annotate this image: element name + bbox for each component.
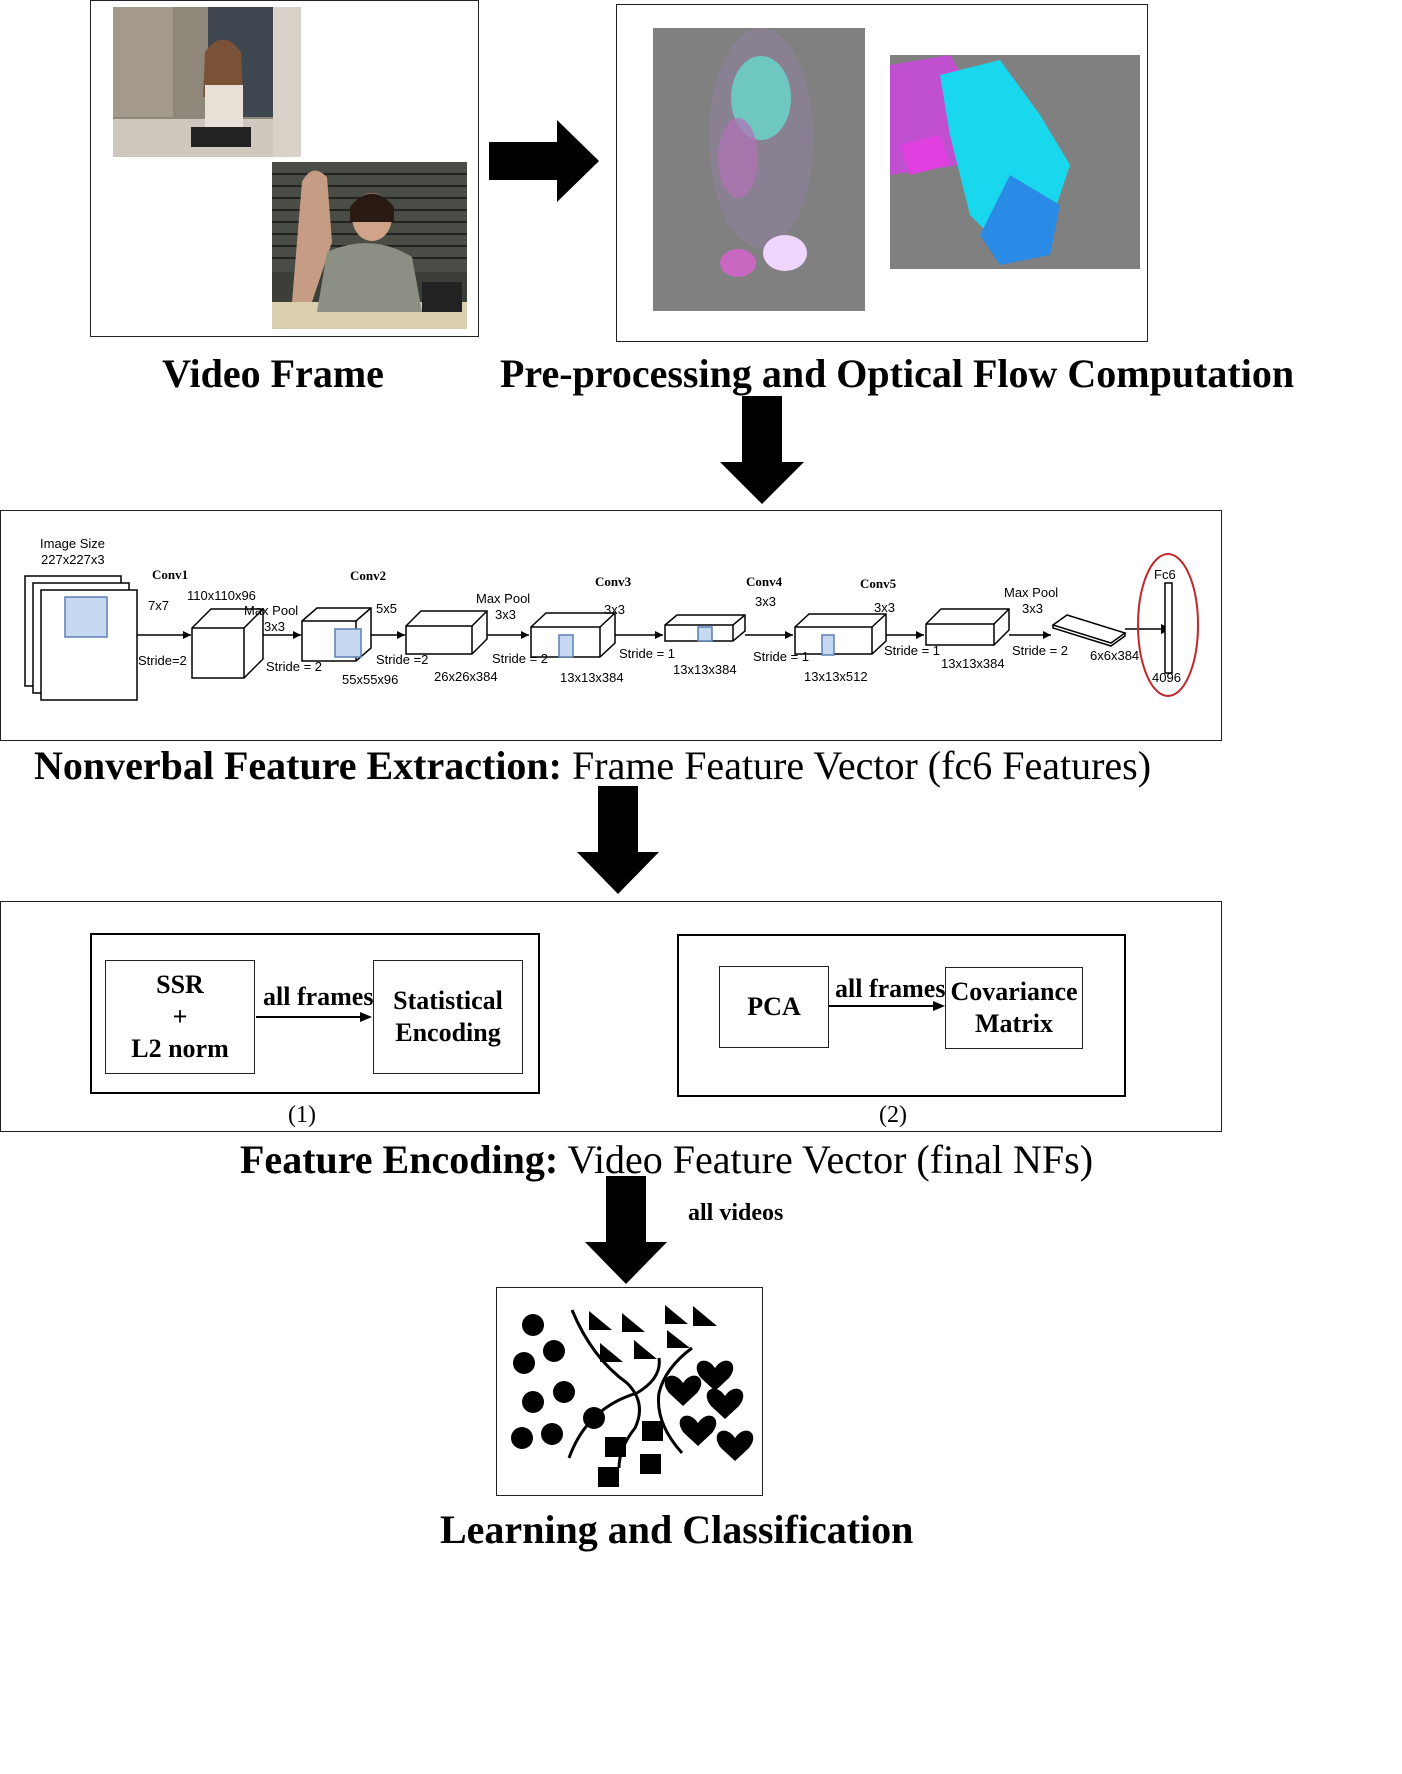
video-frame-panel: [90, 0, 479, 337]
conv4-label: Conv4: [746, 574, 783, 589]
conv2-label: Conv2: [350, 568, 387, 583]
maxpool-1-label: Max Pool: [244, 603, 299, 618]
conv1-kernel: 7x7: [148, 598, 169, 613]
cnn-diagram: [24, 553, 1199, 701]
dim-6: 6x6x384: [1090, 648, 1140, 663]
conv1-label: Conv1: [152, 567, 189, 582]
caption-encoding: Feature Encoding: Video Feature Vector (…: [240, 1137, 1094, 1182]
arrow-down-3: [585, 1176, 667, 1284]
dim-110: 110x110x96: [187, 588, 256, 603]
optical-flow-panel: [616, 4, 1148, 342]
class-circles: [511, 1314, 605, 1449]
arrow-right: [489, 120, 599, 202]
conv4-kernel: 3x3: [755, 594, 776, 609]
conv3-label: Conv3: [595, 574, 632, 589]
arrow-encoding-1: [256, 1012, 372, 1022]
fc6-highlight-ellipse: [1137, 553, 1199, 697]
input-filter: [64, 596, 108, 638]
conv5-stride: Stride = 1: [884, 643, 941, 658]
fc6-label: Fc6: [1154, 567, 1176, 582]
maxpool-2-stride: Stride = 2: [492, 651, 549, 666]
conv2-stride: Stride =2: [376, 652, 429, 667]
maxpool-1-kernel: 3x3: [264, 619, 285, 634]
classification-panel: [496, 1287, 763, 1496]
encoding-option-1: [90, 933, 540, 1094]
maxpool-3-label: Max Pool: [1004, 585, 1059, 600]
arrow-encoding-2: [829, 1001, 945, 1011]
caption-learning: Learning and Classification: [440, 1507, 914, 1552]
dim-13-a: 13x13x384: [560, 670, 624, 685]
encoding-option-2: [677, 934, 1126, 1097]
conv3-stride: Stride = 1: [619, 646, 676, 661]
cnn-panel: Image Size 227x227x3 Conv1 7x7 Stride=2 …: [0, 510, 1222, 741]
dim-13-c: 13x13x384: [941, 656, 1005, 671]
arrow-down-2: [577, 786, 659, 894]
caption-optical-flow: Pre-processing and Optical Flow Computat…: [500, 351, 1295, 396]
conv2-kernel: 5x5: [376, 601, 397, 616]
classification-illustration: [511, 1305, 754, 1487]
dim-13-512: 13x13x512: [804, 669, 868, 684]
maxpool-3-kernel: 3x3: [1022, 601, 1043, 616]
maxpool-3-stride: Stride = 2: [1012, 643, 1069, 658]
video-frame-photo-2: [272, 162, 467, 329]
dim-26: 26x26x384: [434, 669, 498, 684]
dim-13-b: 13x13x384: [673, 662, 737, 677]
conv5-kernel: 3x3: [874, 600, 895, 615]
conv1-stride: Stride=2: [138, 653, 187, 668]
pca-box: PCA: [719, 966, 829, 1048]
arrow-down-1: [720, 396, 804, 504]
maxpool-2-label: Max Pool: [476, 591, 531, 606]
all-frames-label-1: all frames: [263, 982, 374, 1011]
ssr-l2norm-box: SSR+L2 norm: [105, 960, 255, 1074]
all-frames-label-2: all frames: [835, 974, 946, 1003]
all-videos-label: all videos: [688, 1200, 784, 1226]
optical-flow-image-2: [890, 55, 1140, 269]
class-triangles: [589, 1305, 717, 1362]
class-squares: [598, 1421, 663, 1487]
video-frame-photo-1: [113, 7, 301, 157]
dim-55: 55x55x96: [342, 672, 399, 687]
conv3-kernel: 3x3: [604, 602, 625, 617]
conv5-label: Conv5: [860, 576, 897, 591]
option-2-number: (2): [879, 1102, 907, 1128]
image-size-value: 227x227x3: [41, 552, 105, 567]
image-size-label: Image Size: [40, 536, 106, 551]
maxpool-1-stride: Stride = 2: [266, 659, 323, 674]
class-hearts: [664, 1360, 754, 1461]
fc6-bar: [1164, 582, 1173, 674]
caption-nonverbal: Nonverbal Feature Extraction: Frame Feat…: [33, 743, 1152, 788]
conv4-stride: Stride = 1: [753, 649, 810, 664]
option-1-number: (1): [288, 1102, 316, 1128]
caption-video-frame: Video Frame: [162, 351, 384, 396]
fc6-dim: 4096: [1152, 670, 1181, 685]
optical-flow-image-1: [653, 28, 865, 311]
maxpool-2-kernel: 3x3: [495, 607, 516, 622]
